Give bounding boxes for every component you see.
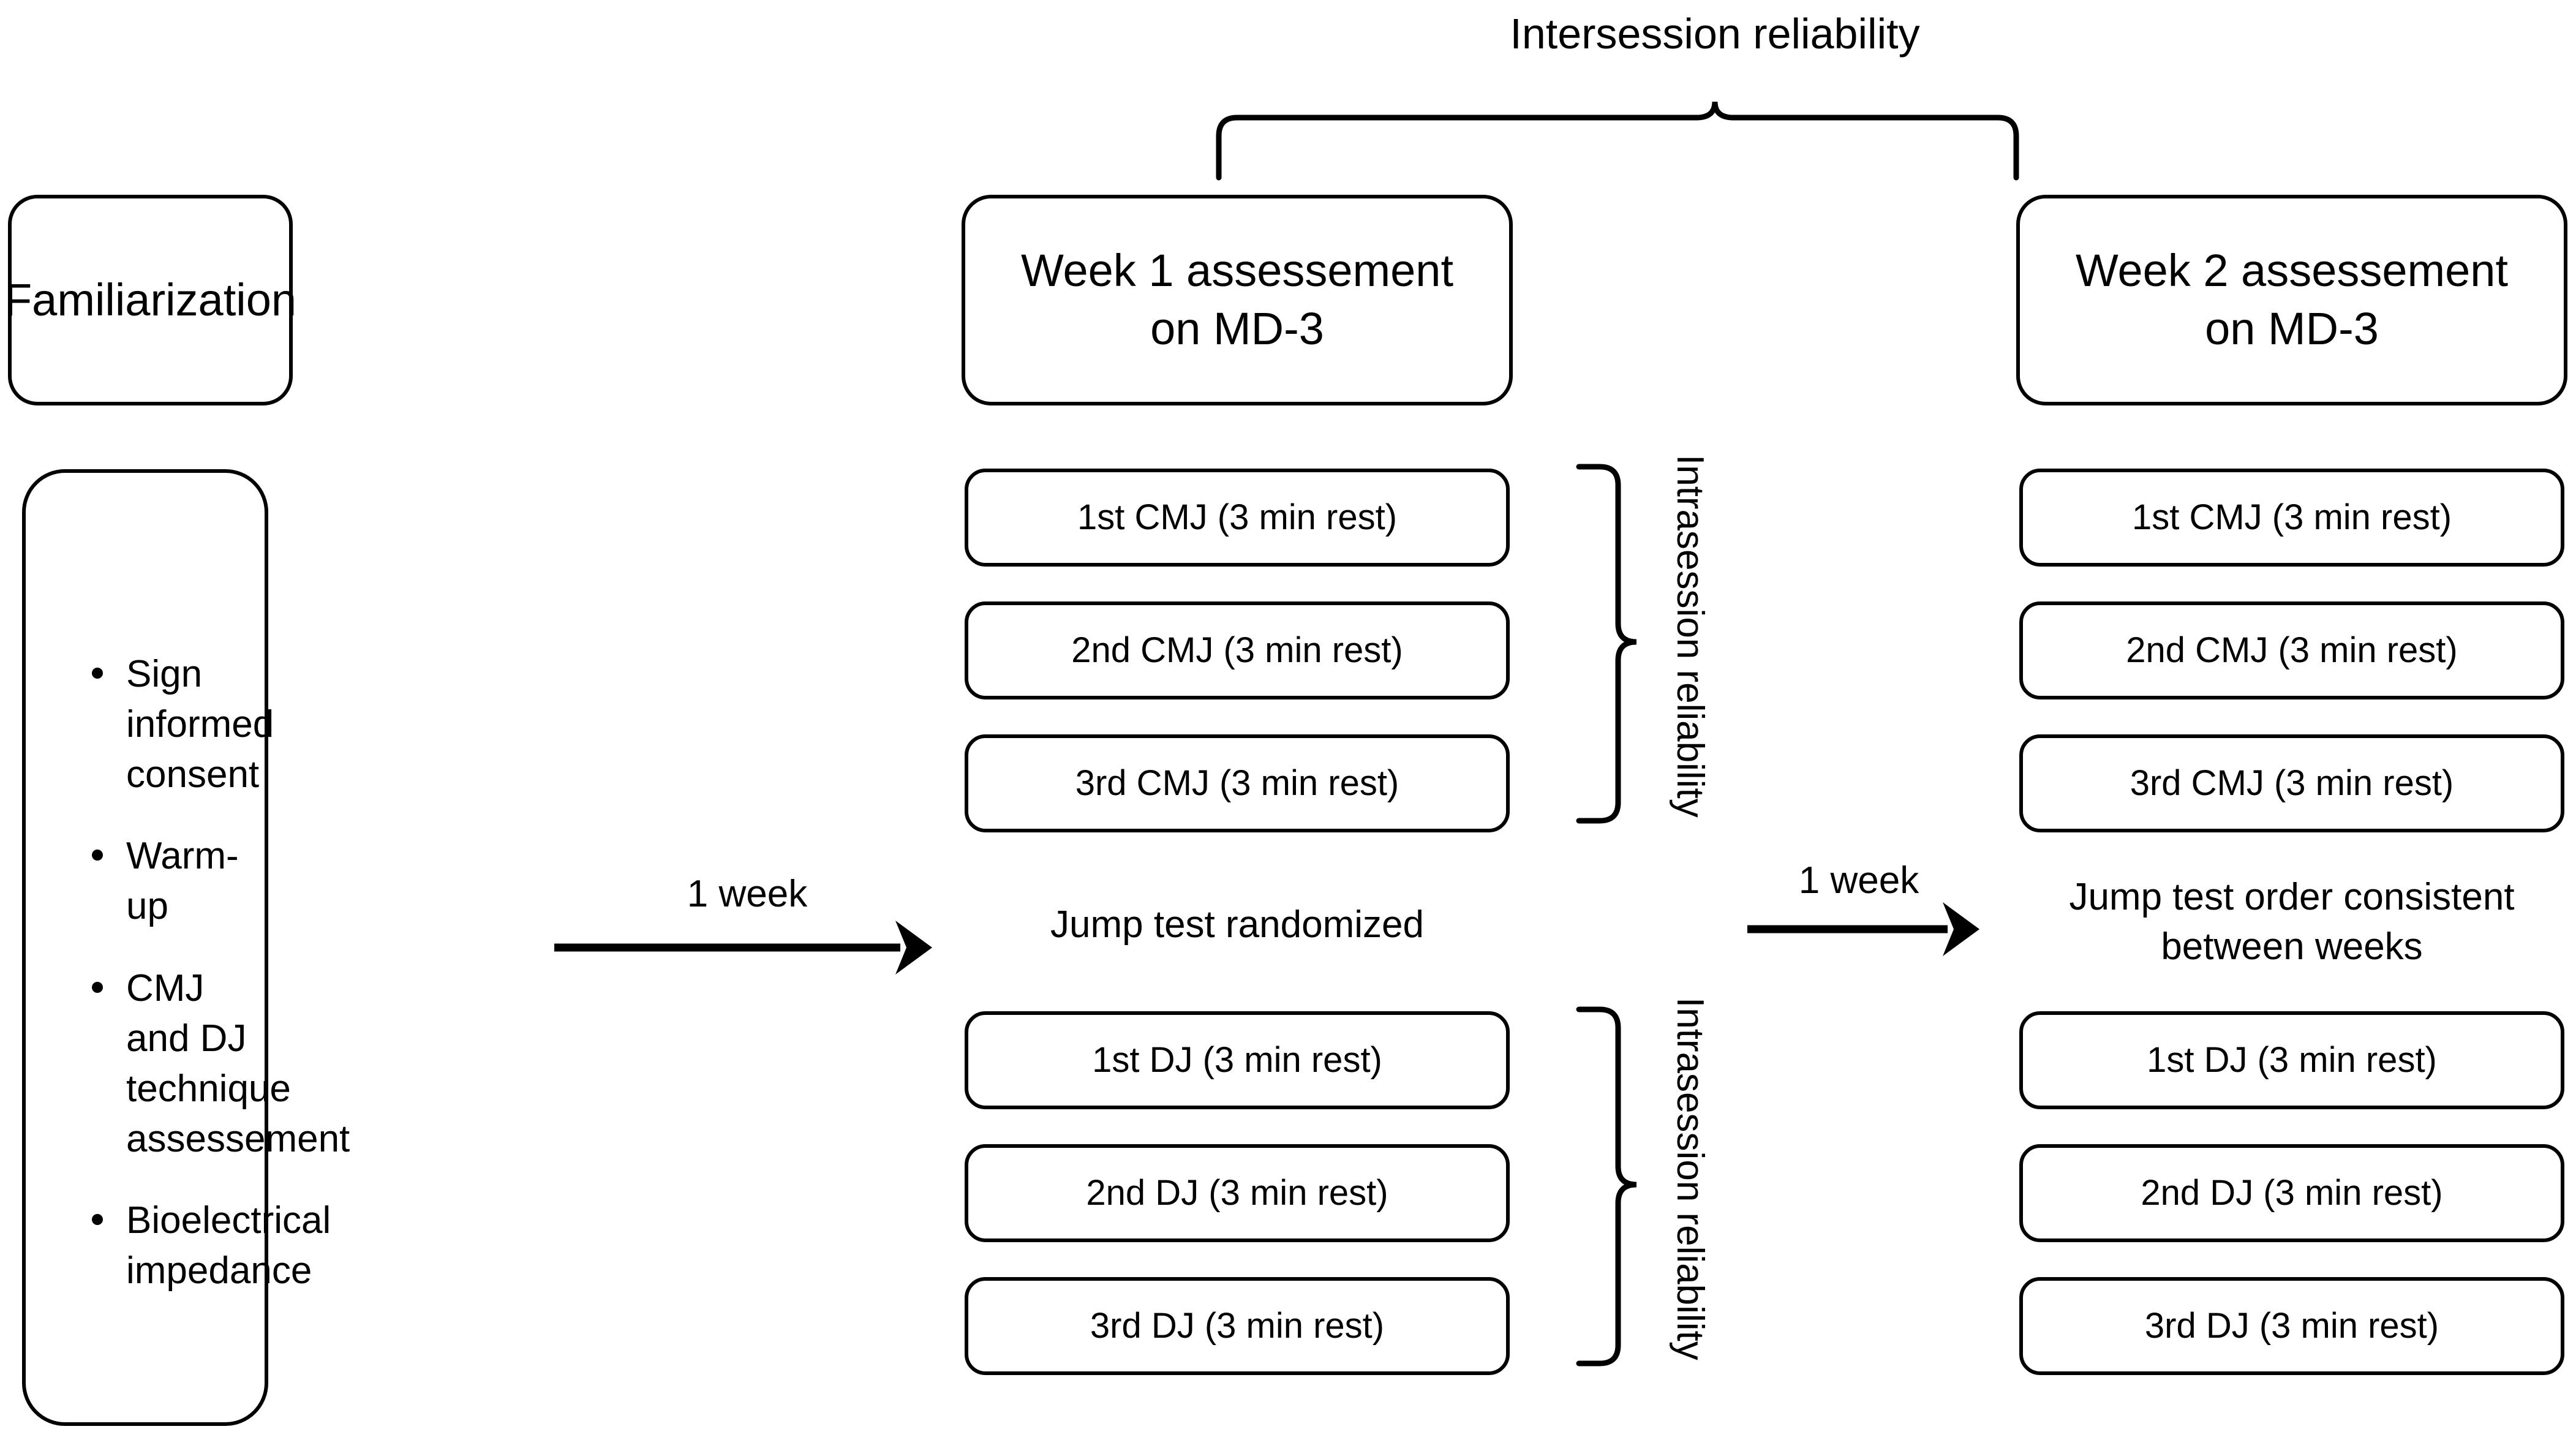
familiarization-box[interactable]: Familiarization: [4, 195, 296, 405]
procedures-box[interactable]: [22, 469, 268, 1426]
trial-label: 1st CMJ (3 min rest): [1077, 497, 1398, 537]
arrow-one-week-second: [1747, 902, 1979, 956]
week2-header-label: Week 2 assessement on MD-3: [2075, 245, 2509, 354]
trial-label: 1st DJ (3 min rest): [2147, 1039, 2437, 1080]
week1-dj-trial-2[interactable]: 2nd DJ (3 min rest): [965, 1144, 1510, 1242]
cmj-intrasession-brace-icon: [1576, 464, 1637, 824]
arrow-one-week-first: [554, 921, 932, 974]
trial-label: 1st DJ (3 min rest): [1092, 1039, 1382, 1080]
week1-cmj-trial-3[interactable]: 3rd CMJ (3 min rest): [965, 734, 1510, 832]
cmj-intrasession-reliability-label: Intrasession reliability: [1669, 454, 1711, 818]
week1-dj-trial-3[interactable]: 3rd DJ (3 min rest): [965, 1277, 1510, 1375]
trial-label: 1st CMJ (3 min rest): [2131, 497, 2452, 537]
trial-label: 2nd DJ (3 min rest): [1086, 1172, 1388, 1213]
trial-label: 3rd DJ (3 min rest): [1090, 1305, 1385, 1346]
week2-dj-trial-1[interactable]: 1st DJ (3 min rest): [2019, 1011, 2564, 1109]
trial-label: 2nd CMJ (3 min rest): [1071, 630, 1403, 670]
familiarization-label: Familiarization: [4, 274, 297, 325]
week2-dj-trial-3[interactable]: 3rd DJ (3 min rest): [2019, 1277, 2564, 1375]
list-item: Bioelectrical impedance: [86, 1196, 331, 1296]
trial-label: 3rd CMJ (3 min rest): [1075, 763, 1399, 803]
week2-cmj-trial-1[interactable]: 1st CMJ (3 min rest): [2019, 469, 2564, 567]
week1-header-label: Week 1 assessement on MD-3: [1020, 245, 1454, 354]
trial-label: 3rd DJ (3 min rest): [2144, 1305, 2439, 1346]
week1-dj-trial-1[interactable]: 1st DJ (3 min rest): [965, 1011, 1510, 1109]
week1-header-box[interactable]: Week 1 assessement on MD-3: [962, 195, 1513, 405]
week2-header-box[interactable]: Week 2 assessement on MD-3: [2016, 195, 2567, 405]
trial-label: 3rd CMJ (3 min rest): [2130, 763, 2454, 803]
dj-intrasession-brace-icon: [1576, 1006, 1637, 1366]
arrow-one-week-first-label: 1 week: [687, 873, 808, 915]
week2-cmj-trial-2[interactable]: 2nd CMJ (3 min rest): [2019, 601, 2564, 699]
list-item: CMJ and DJ technique assessement: [86, 963, 350, 1164]
week1-jump-order-note: Jump test randomized: [1050, 903, 1424, 946]
week2-jump-order-note: Jump test order consistent between weeks: [2069, 876, 2515, 968]
intersession-brace-icon: [1216, 101, 2019, 181]
week1-cmj-trial-1[interactable]: 1st CMJ (3 min rest): [965, 469, 1510, 567]
arrow-one-week-second-label: 1 week: [1798, 859, 1919, 902]
week2-cmj-trial-3[interactable]: 3rd CMJ (3 min rest): [2019, 734, 2564, 832]
week2-dj-trial-2[interactable]: 2nd DJ (3 min rest): [2019, 1144, 2564, 1242]
dj-intrasession-reliability-label: Intrasession reliability: [1669, 997, 1711, 1360]
trial-label: 2nd DJ (3 min rest): [2141, 1172, 2443, 1213]
week1-cmj-trial-2[interactable]: 2nd CMJ (3 min rest): [965, 601, 1510, 699]
procedures-list: Sign informed consent Warm-up CMJ and DJ…: [86, 649, 350, 1296]
trial-label: 2nd CMJ (3 min rest): [2126, 630, 2458, 670]
intersession-reliability-label: Intersession reliability: [1510, 10, 1920, 58]
list-item: Warm-up: [86, 831, 269, 932]
list-item: Sign informed consent: [86, 649, 274, 799]
